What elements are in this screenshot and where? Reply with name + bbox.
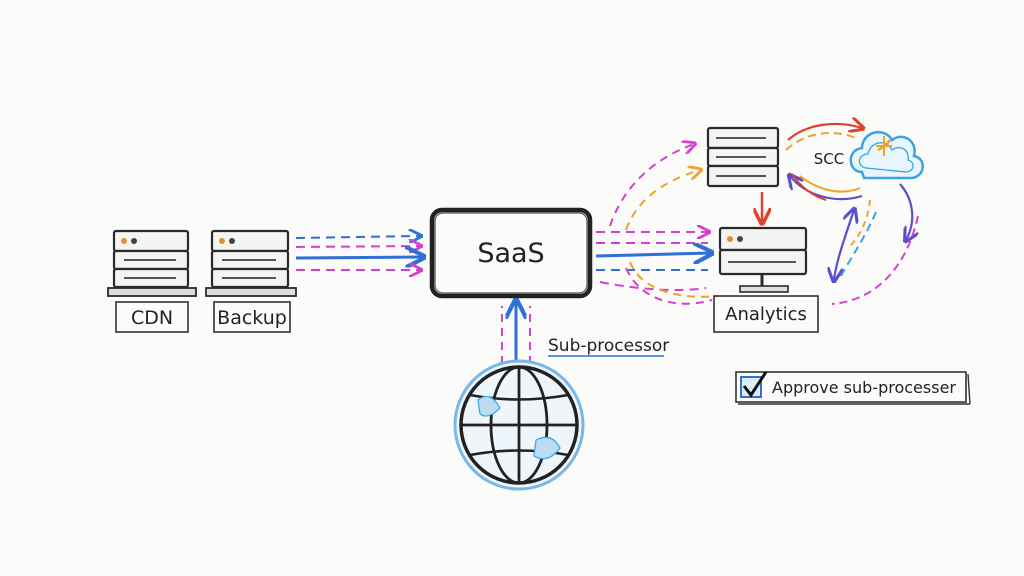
backup-label-box: Backup [213, 301, 291, 333]
analytics-label-box: Analytics [713, 295, 819, 333]
saas-label: SaaS [477, 238, 544, 269]
backup-server-icon [205, 229, 297, 297]
cdn-label: CDN [131, 307, 173, 329]
checkmark-icon [742, 371, 768, 398]
globe-icon [453, 359, 585, 491]
subprocessor-label: Sub-processor [548, 336, 669, 356]
analytics-server-icon [718, 226, 808, 293]
analytics-label: Analytics [725, 304, 807, 325]
approve-subprocessor-checkbox[interactable]: Approve sub-processer [735, 371, 971, 405]
saas-to-analytics-arrows [595, 232, 710, 291]
subprocessor-to-saas-arrows [501, 302, 531, 364]
cdn-label-box: CDN [115, 301, 189, 333]
scc-transfer-arrows [785, 124, 862, 201]
cdn-server-icon [107, 229, 197, 297]
scc-label: SCC [814, 150, 844, 168]
backup-to-saas-arrows [295, 236, 422, 270]
cloud-icon [849, 130, 924, 180]
saas-to-scc-server-arrows [609, 144, 719, 305]
approve-label: Approve sub-processer [772, 378, 956, 397]
saas-node: SaaS [429, 207, 593, 299]
cloud-to-analytics-arrows [832, 183, 919, 305]
transfer-server-icon [706, 126, 780, 188]
backup-label: Backup [217, 307, 287, 329]
